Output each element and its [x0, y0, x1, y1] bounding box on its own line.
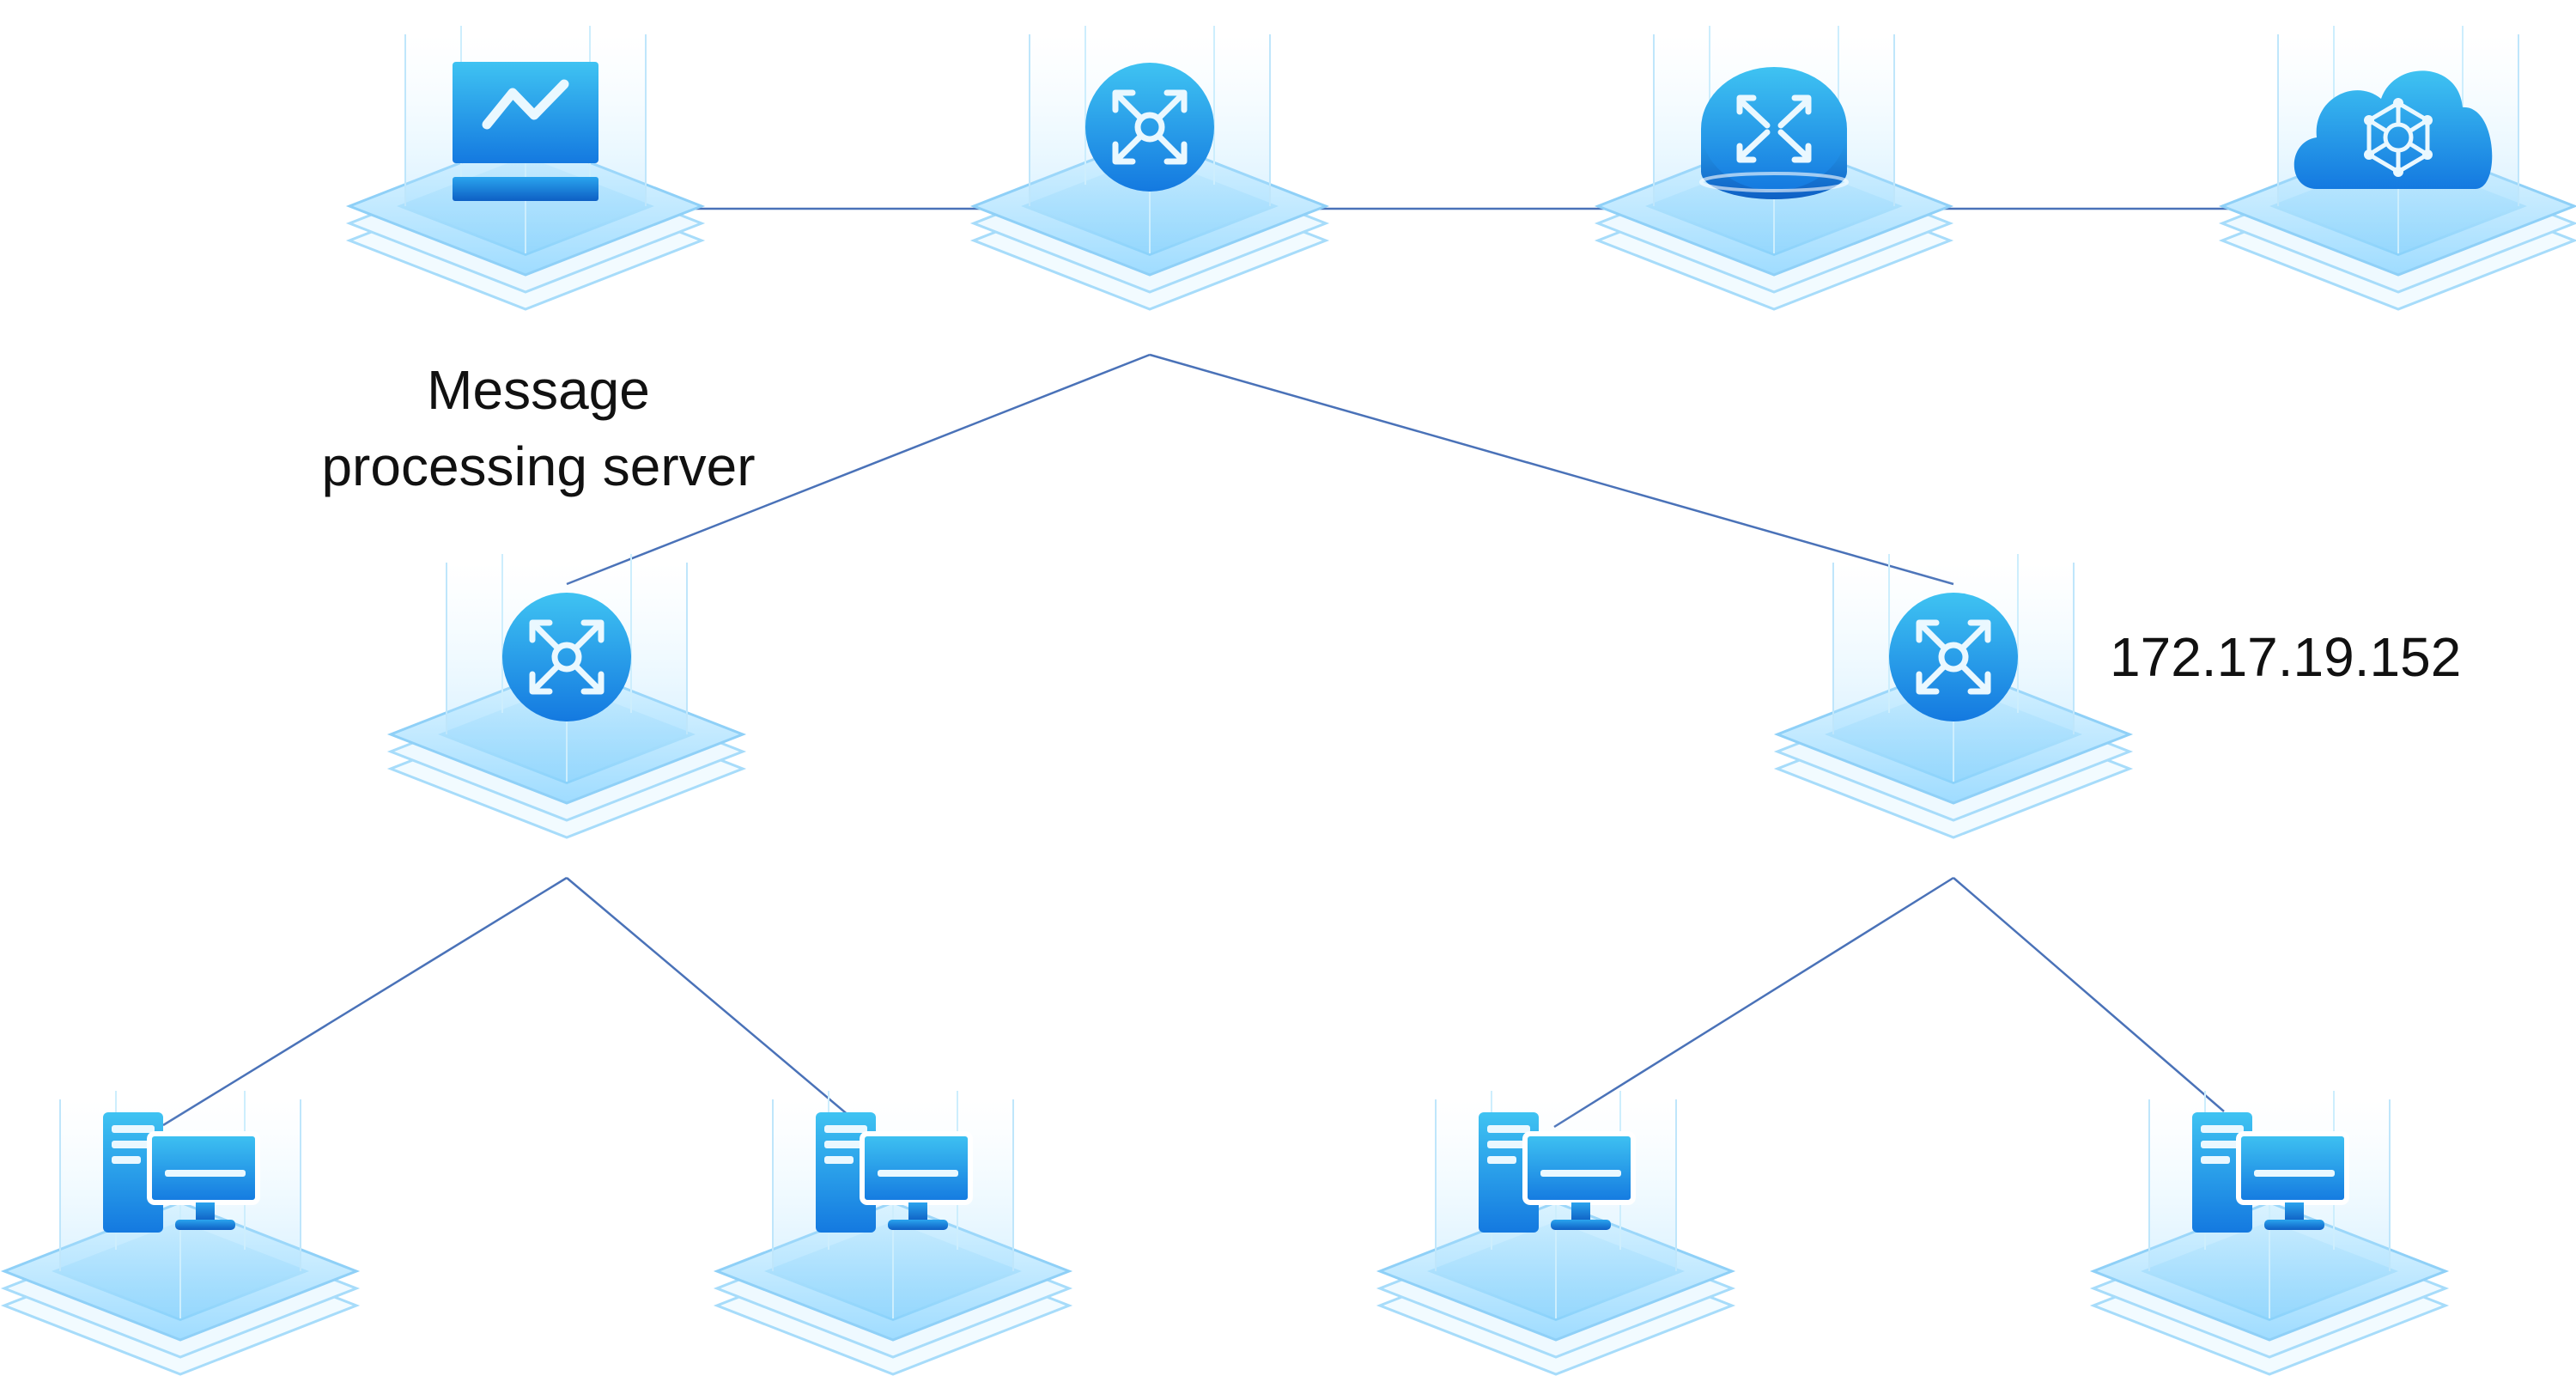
message-server-label-line2: processing server [321, 435, 755, 497]
edge-switch-left-pc-1 [162, 876, 568, 1127]
node-pc-4[interactable] [2092, 1089, 2447, 1376]
edge-switch-right-pc-4 [1953, 877, 2225, 1112]
switch-icon [1889, 593, 2018, 721]
node-pc-2[interactable] [715, 1089, 1071, 1376]
cloud-network-icon [2293, 70, 2493, 189]
node-pc-1[interactable] [3, 1089, 358, 1376]
router-icon [1699, 67, 1849, 199]
monitor-chart-icon [453, 62, 598, 201]
edge-switch-left-pc-2 [566, 877, 851, 1117]
edge-core-switch-switch-right [1149, 353, 1954, 586]
switch-right-ip-label: 172.17.19.152 [2110, 626, 2461, 688]
node-cloud[interactable] [2221, 24, 2576, 311]
node-core-switch[interactable] [972, 24, 1327, 311]
node-message-server[interactable] [348, 24, 703, 311]
node-switch-right[interactable] [1776, 552, 2131, 839]
node-pc-3[interactable] [1378, 1089, 1734, 1376]
edge-core-switch-switch-left [566, 353, 1151, 586]
edge-switch-right-pc-3 [1553, 876, 1954, 1129]
node-switch-left[interactable] [389, 552, 744, 839]
node-router[interactable] [1596, 24, 1952, 311]
switch-icon [1085, 63, 1214, 192]
connection-lines [162, 207, 2233, 1129]
switch-icon [502, 593, 631, 721]
message-server-label-line1: Message [427, 359, 650, 421]
